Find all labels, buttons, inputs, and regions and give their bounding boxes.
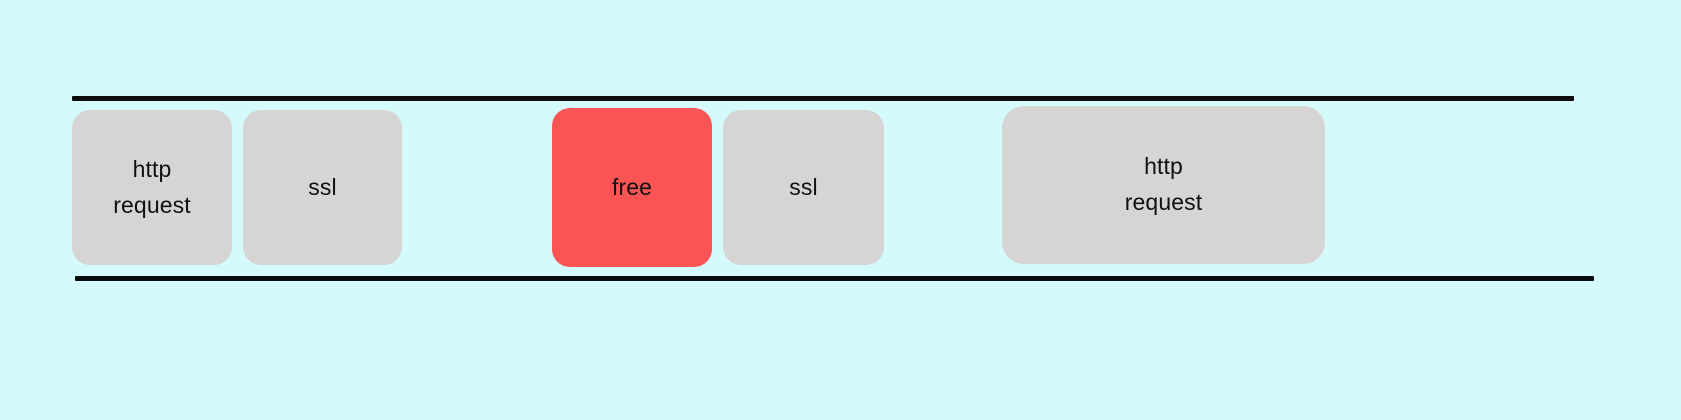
block-label-line: free (611, 173, 653, 200)
block-label-line: request (1124, 189, 1203, 215)
memory-strip-top-rail (72, 96, 1574, 101)
memory-strip-bottom-rail (75, 276, 1594, 281)
block-label-line: ssl (789, 173, 818, 200)
block-free[interactable]: free (552, 108, 712, 267)
block-ssl-2[interactable]: ssl (723, 110, 884, 265)
block-http-request-2[interactable]: http request (1002, 106, 1325, 264)
block-label-line: ssl (308, 173, 337, 200)
block-label-line: http (132, 155, 172, 182)
block-http-request-1[interactable]: http request (72, 110, 232, 265)
block-label-line: http (1144, 153, 1183, 180)
block-label-line: request (113, 191, 191, 218)
block-ssl-1[interactable]: ssl (243, 110, 402, 265)
